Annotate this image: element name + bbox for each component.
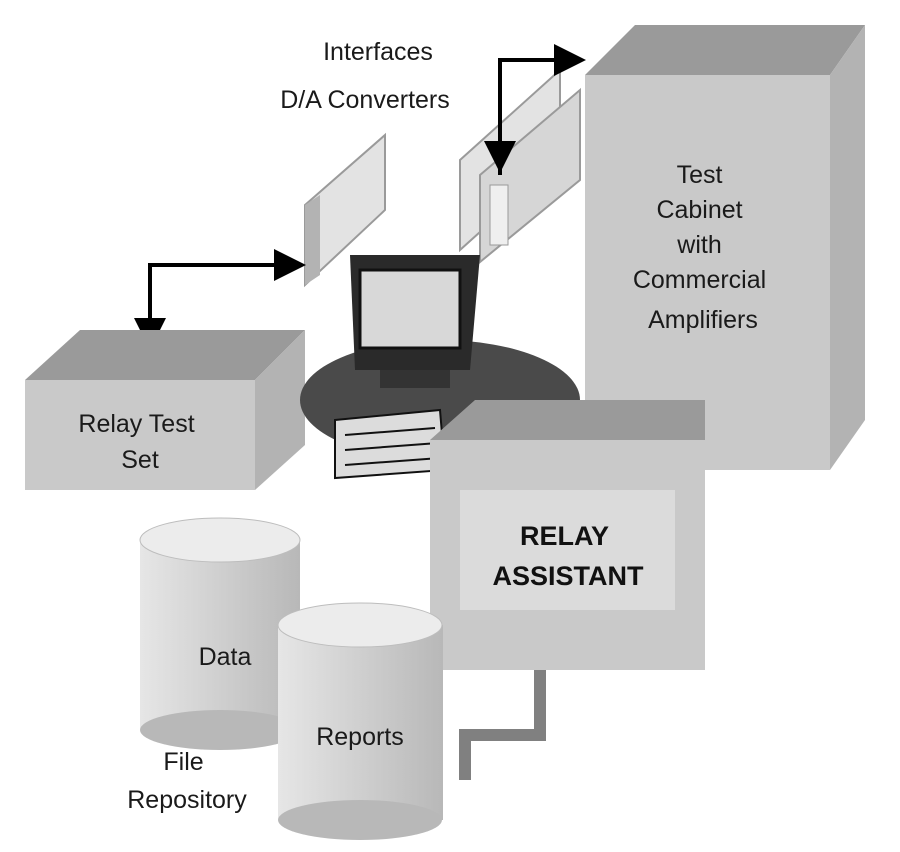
data-cylinder: Data xyxy=(139,517,301,750)
interface-card-right xyxy=(459,67,581,265)
monitor-icon xyxy=(350,255,480,388)
file-repository-label: File Repository xyxy=(127,748,247,814)
interfaces-label: Interfaces xyxy=(323,38,433,66)
connector-assistant-to-reports xyxy=(459,670,546,780)
relay-test-set-label: Relay Test Set xyxy=(78,410,201,474)
test-cabinet-label: Test Cabinet with Commercial Amplifiers xyxy=(633,161,773,334)
da-converters-label: D/A Converters xyxy=(280,86,450,114)
relay-assistant: RELAY ASSISTANT xyxy=(430,400,705,670)
keyboard-icon xyxy=(334,408,447,480)
reports-label: Reports xyxy=(316,723,404,751)
reports-cylinder: Reports xyxy=(277,602,443,840)
relay-test-set: Relay Test Set xyxy=(25,330,305,490)
relay-assistant-label: RELAY ASSISTANT xyxy=(492,521,644,591)
data-label: Data xyxy=(199,643,252,671)
